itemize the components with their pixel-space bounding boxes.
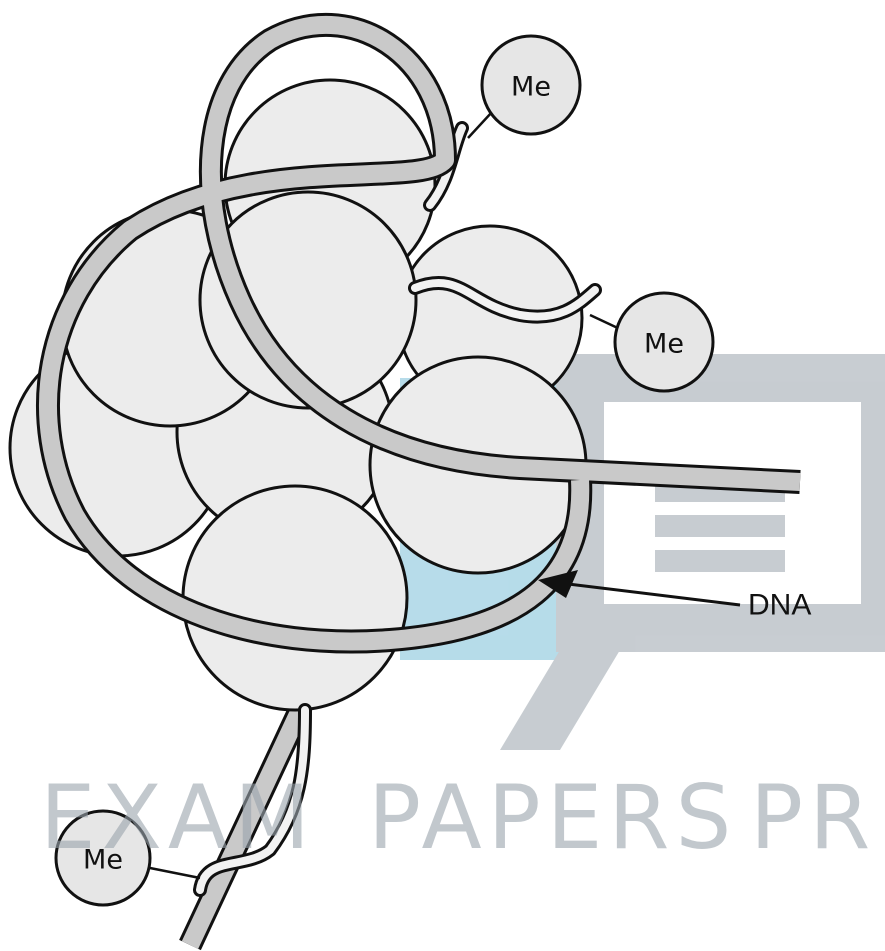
watermark-word-exam: EXAM [40, 766, 316, 869]
methyl-label-top: Me [511, 72, 551, 103]
watermark-logo-line-2 [655, 515, 785, 537]
watermark-word-pr: PR [750, 766, 876, 869]
histone-bottom [183, 486, 407, 710]
watermark-text: EXAM PAPERS PR [40, 766, 876, 869]
methyl-label-right: Me [644, 329, 684, 360]
dna-label: DNA [748, 589, 811, 622]
watermark-word-papers: PAPERS [368, 766, 737, 869]
methyl-group-top: Me [468, 36, 580, 138]
watermark-logo-grey-tail [500, 650, 620, 750]
watermark-logo-line-3 [655, 550, 785, 572]
